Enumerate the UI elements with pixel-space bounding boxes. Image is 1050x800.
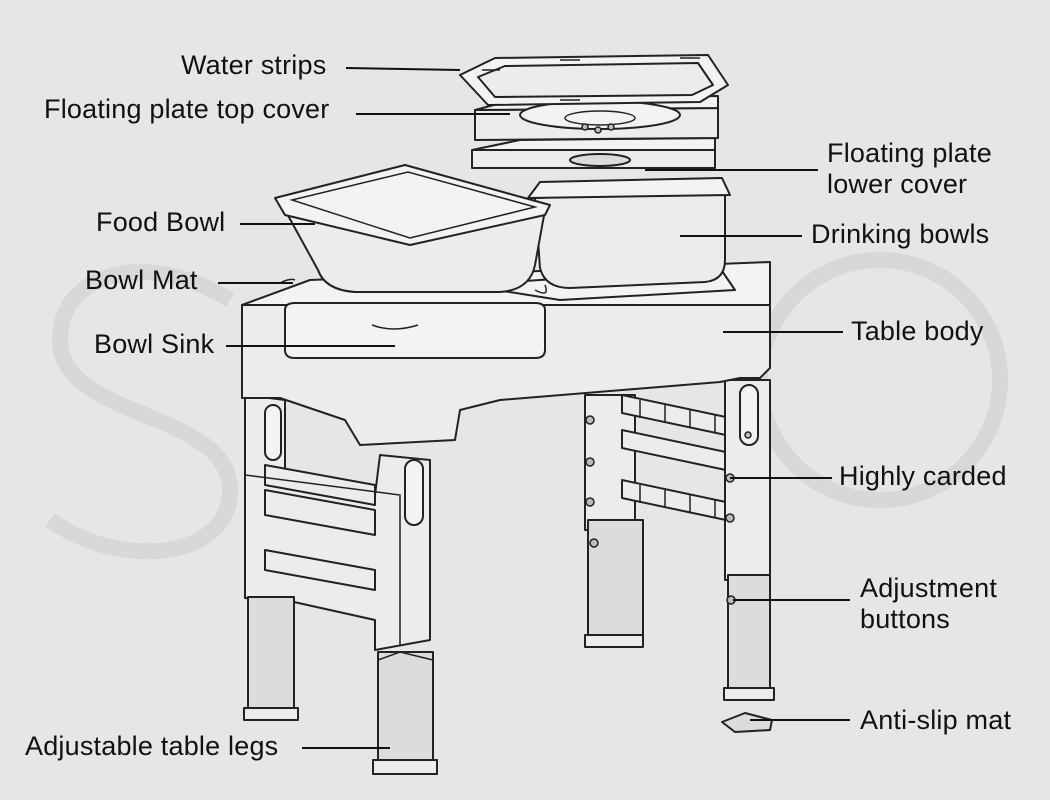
leader-lines	[218, 67, 850, 749]
callout-adjustable-table-legs: Adjustable table legs	[25, 731, 279, 761]
floating-plate-top-cover-shape	[474, 95, 719, 141]
callout-table-body: Table body	[851, 316, 984, 346]
callout-drinking-bowls: Drinking bowls	[811, 219, 990, 249]
left-back-leg-foot	[243, 596, 299, 721]
front-right-leg	[723, 379, 775, 701]
left-front-leg-foot	[372, 651, 438, 775]
anti-slip-mat-piece	[721, 712, 773, 733]
drinking-bowl-shape	[527, 177, 731, 289]
left-leg-frame	[244, 394, 431, 651]
callout-highly-carded: Highly carded	[839, 461, 1007, 491]
back-right-leg	[584, 394, 644, 648]
callout-bowl-sink: Bowl Sink	[94, 329, 215, 359]
leader-water-strips	[345, 67, 461, 71]
callout-anti-slip-mat: Anti-slip mat	[860, 705, 1012, 735]
callout-floating-plate-top-cover: Floating plate top cover	[44, 94, 330, 124]
callout-water-strips: Water strips	[181, 50, 327, 80]
food-bowl-shape	[274, 164, 551, 293]
callout-bowl-mat: Bowl Mat	[85, 265, 198, 295]
rack-shelves	[621, 394, 741, 524]
water-strips-frame	[459, 54, 729, 106]
callout-adjustment-buttons: Adjustment buttons	[860, 573, 998, 634]
callout-food-bowl: Food Bowl	[96, 207, 226, 237]
callout-floating-plate-lower-cover: Floating plate lower cover	[827, 138, 992, 199]
floating-plate-lower-cover-shape	[471, 137, 716, 169]
